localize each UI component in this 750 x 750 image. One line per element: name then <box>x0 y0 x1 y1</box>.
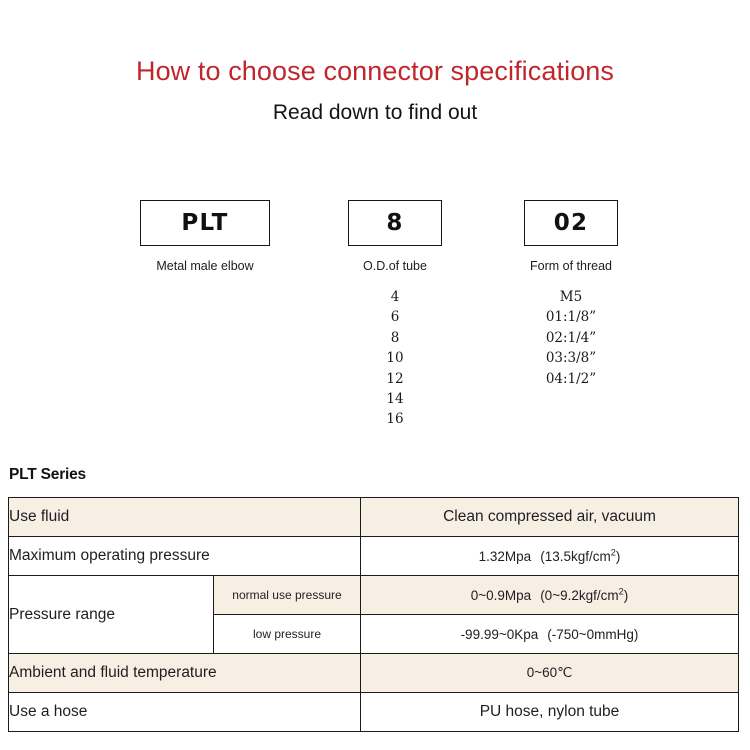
option-item[interactable]: 4 <box>390 289 400 305</box>
builder-column-tube-od: 8 O.D.of tube 4 6 8 10 12 14 16 <box>348 200 442 430</box>
builder-column-thread-form: 02 Form of thread M5 01:1/8” 02:1/4” 03:… <box>524 200 618 389</box>
table-row: Ambient and fluid temperature 0~60℃ <box>8 653 739 693</box>
row-value-low-pressure: -99.99~0Kpa (-750~0mmHg) <box>360 614 739 654</box>
option-item[interactable]: 03:3/8” <box>545 350 597 367</box>
caption-thread-form: Form of thread <box>530 259 612 273</box>
option-item[interactable]: 12 <box>386 370 404 387</box>
value-tail: ) <box>623 587 629 603</box>
row-label-use-a-hose: Use a hose <box>8 692 361 732</box>
table-row: Use fluid Clean compressed air, vacuum <box>8 497 739 537</box>
row-value-normal-use-pressure: 0~0.9Mpa (0~9.2kgf/cm2) <box>360 575 739 615</box>
option-item[interactable]: 01:1/8” <box>545 309 597 326</box>
code-box-thread-form[interactable]: 02 <box>524 200 618 246</box>
code-box-series[interactable]: PLT <box>140 200 270 246</box>
value-main: 1.32Mpa <box>478 548 532 564</box>
value-superscript: 2 <box>618 586 624 596</box>
row-label-use-fluid: Use fluid <box>8 497 361 537</box>
value-main: -99.99~0Kpa <box>460 626 539 642</box>
caption-tube-od: O.D.of tube <box>363 259 427 273</box>
table-row: Pressure range normal use pressure 0~0.9… <box>8 575 739 654</box>
option-list-thread-form: M5 01:1/8” 02:1/4” 03:3/8” 04:1/2” <box>524 287 618 389</box>
value-tail: ) <box>615 548 621 564</box>
option-item[interactable]: 02:1/4” <box>545 329 597 346</box>
part-number-builder: PLT Metal male elbow 8 O.D.of tube 4 6 8… <box>0 200 750 445</box>
value-paren: (0~9.2kgf/cm <box>540 587 619 603</box>
specification-table: Use fluid Clean compressed air, vacuum M… <box>8 497 739 732</box>
value-superscript: 2 <box>610 547 616 557</box>
sub-label-low-pressure: low pressure <box>213 614 361 654</box>
option-list-tube-od: 4 6 8 10 12 14 16 <box>348 287 442 430</box>
option-item[interactable]: 16 <box>386 411 404 428</box>
value-paren: (-750~0mmHg) <box>547 626 639 642</box>
option-item[interactable]: M5 <box>559 289 583 305</box>
option-item[interactable]: 6 <box>390 309 400 326</box>
row-label-max-operating-pressure: Maximum operating pressure <box>8 536 361 576</box>
page-subtitle: Read down to find out <box>272 101 478 124</box>
row-label-ambient-fluid-temperature: Ambient and fluid temperature <box>8 653 361 693</box>
caption-series: Metal male elbow <box>156 259 254 273</box>
page-title: How to choose connector specifications <box>135 56 615 86</box>
option-item[interactable]: 04:1/2” <box>545 370 597 387</box>
sub-label-normal-use-pressure: normal use pressure <box>213 575 361 615</box>
value-paren: (13.5kgf/cm <box>540 548 611 564</box>
row-value-use-fluid: Clean compressed air, vacuum <box>360 497 739 537</box>
table-row: Use a hose PU hose, nylon tube <box>8 692 739 732</box>
row-value-ambient-fluid-temperature: 0~60℃ <box>360 653 739 693</box>
option-item[interactable]: 10 <box>386 350 404 367</box>
value-main: 0~0.9Mpa <box>470 587 532 603</box>
series-label: PLT Series <box>9 466 86 483</box>
code-box-tube-od[interactable]: 8 <box>348 200 442 246</box>
row-value-use-a-hose: PU hose, nylon tube <box>360 692 739 732</box>
row-value-max-operating-pressure: 1.32Mpa (13.5kgf/cm2) <box>360 536 739 576</box>
table-row: Maximum operating pressure 1.32Mpa (13.5k… <box>8 536 739 576</box>
row-label-pressure-range: Pressure range <box>8 575 214 654</box>
option-item[interactable]: 14 <box>386 391 404 408</box>
option-item[interactable]: 8 <box>390 329 400 346</box>
builder-column-series: PLT Metal male elbow <box>140 200 270 273</box>
